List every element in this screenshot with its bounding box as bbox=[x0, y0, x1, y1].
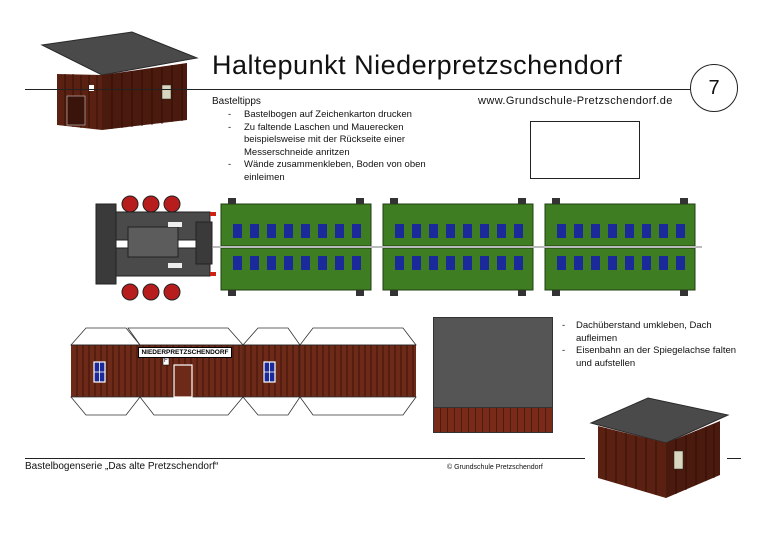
assembly-notes: Dachüberstand umkleben, Dach aufleimen E… bbox=[562, 320, 742, 370]
footer-rule bbox=[25, 458, 585, 459]
wagon-cutout bbox=[375, 198, 540, 296]
assembled-building-image bbox=[589, 397, 730, 498]
note-item: Dachüberstand umkleben, Dach aufleimen bbox=[562, 320, 742, 345]
sheet-number-badge: 7 bbox=[690, 64, 738, 112]
blank-label-box bbox=[530, 121, 640, 179]
station-sign: NIEDERPRETZSCHENDORF bbox=[138, 347, 232, 358]
tip-item: Zu faltende Laschen und Mauerecken beisp… bbox=[226, 122, 466, 160]
tip-item: Wände zusammenkleben, Boden von oben ein… bbox=[226, 159, 466, 184]
tips-heading: Basteltipps bbox=[212, 96, 261, 107]
copyright-label: © Grundschule Pretzschendorf bbox=[447, 464, 543, 471]
tips-list: Bastelbogen auf Zeichenkarton drucken Zu… bbox=[226, 109, 466, 184]
series-label: Bastelbogenserie „Das alte Pretzschendor… bbox=[25, 461, 219, 472]
footer-rule-right bbox=[727, 458, 741, 459]
website-url: www.Grundschule-Pretzschendorf.de bbox=[478, 95, 673, 107]
train-cutout bbox=[95, 195, 702, 301]
roof-edge-cutout bbox=[433, 407, 553, 433]
door-label: F bbox=[164, 358, 168, 364]
header-rule bbox=[25, 89, 690, 90]
sheet-number: 7 bbox=[708, 76, 720, 99]
wagon-cutout bbox=[537, 198, 702, 296]
building-preview-image bbox=[40, 31, 199, 130]
roof-cutout bbox=[433, 317, 553, 409]
note-item: Eisenbahn an der Spiegelachse falten und… bbox=[562, 345, 742, 370]
locomotive-cutout bbox=[95, 195, 216, 301]
building-wall-cutout bbox=[70, 327, 417, 416]
page-title: Haltepunkt Niederpretzschendorf bbox=[212, 50, 623, 80]
tip-item: Bastelbogen auf Zeichenkarton drucken bbox=[226, 109, 466, 122]
wagon-cutout bbox=[213, 198, 378, 296]
